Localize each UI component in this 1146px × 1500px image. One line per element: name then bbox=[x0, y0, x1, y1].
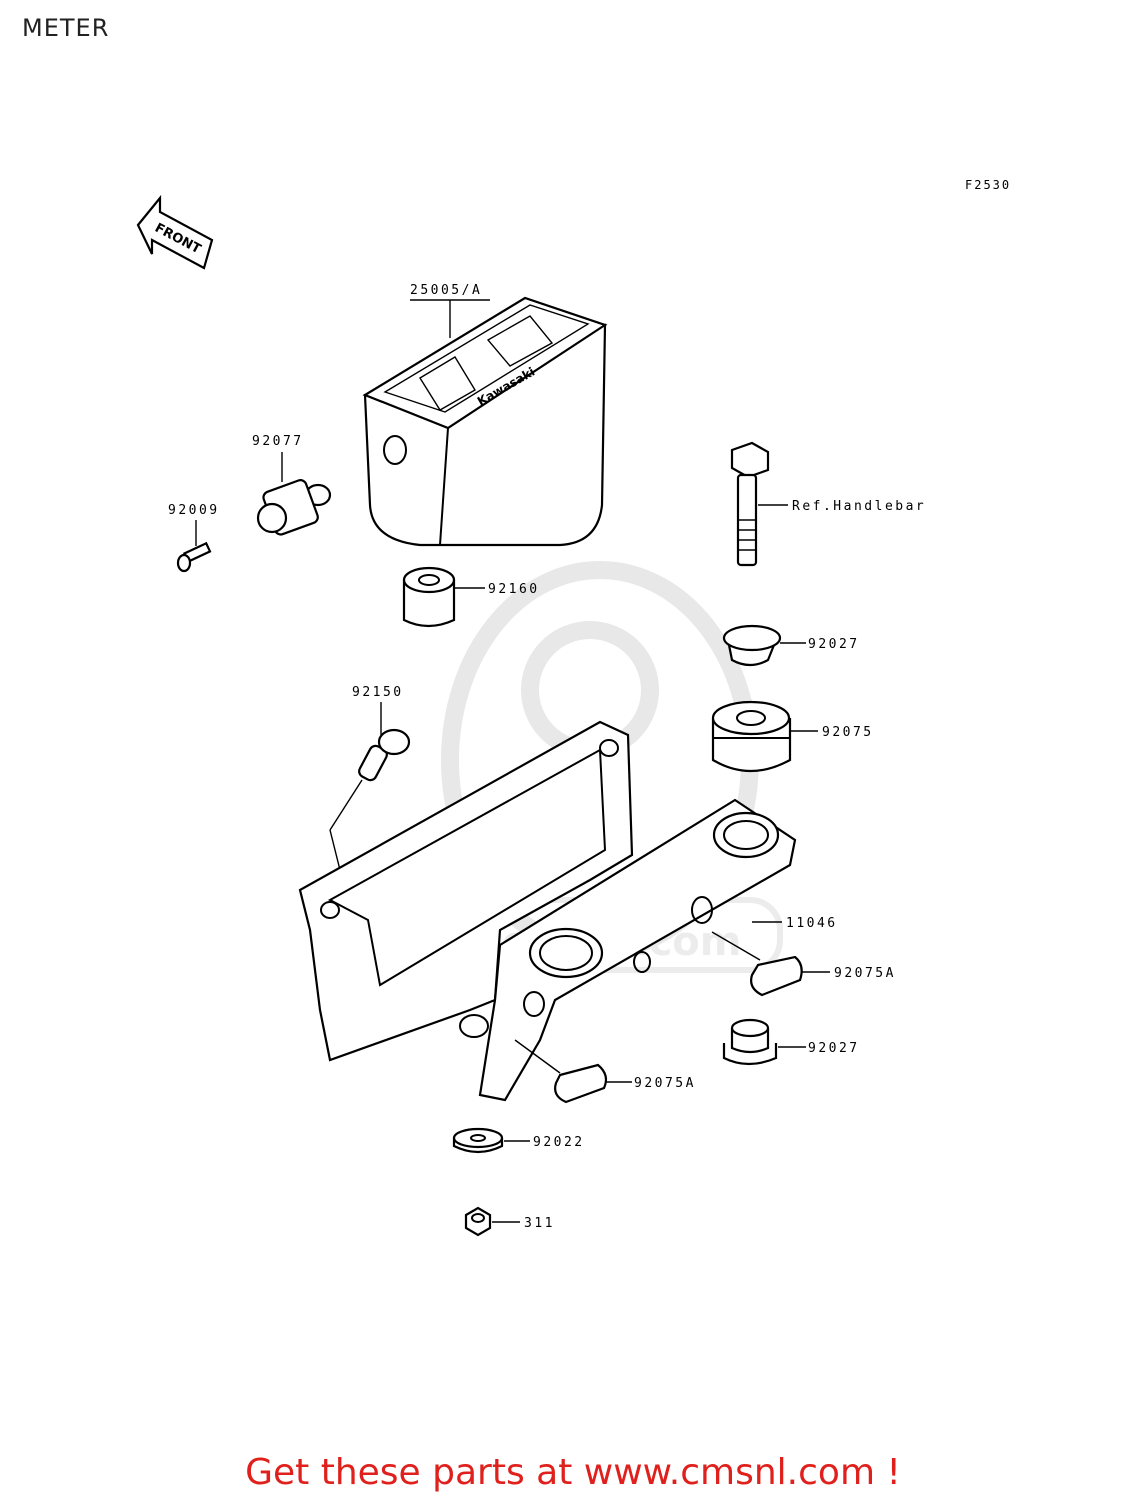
pin-92150: 92150 bbox=[329, 685, 411, 891]
figure-code: F2530 bbox=[965, 178, 1012, 192]
label-11046: 11046 bbox=[786, 916, 838, 931]
label-92075a-left: 92075A bbox=[634, 1076, 696, 1091]
damper-92160: 92160 bbox=[402, 566, 540, 628]
washer-92022: 92022 bbox=[452, 1127, 585, 1154]
front-arrow-icon: FRONT bbox=[136, 194, 214, 270]
label-92027-upper: 92027 bbox=[808, 637, 860, 652]
label-ref-handlebar: Ref.Handlebar bbox=[792, 499, 926, 514]
damper-92075a-right: 92075A bbox=[711, 931, 896, 997]
damper-92075a-left: 92075A bbox=[514, 1039, 696, 1104]
screw-92009: 92009 bbox=[168, 503, 220, 573]
label-25005-a: 25005/A bbox=[410, 283, 482, 298]
page-title: METER bbox=[22, 14, 110, 42]
label-92150: 92150 bbox=[352, 685, 404, 700]
gear-92077: 92077 bbox=[252, 434, 332, 536]
label-92077: 92077 bbox=[252, 434, 304, 449]
collar-92027-upper: 92027 bbox=[722, 624, 860, 667]
collar-92027-lower: 92027 bbox=[722, 1018, 860, 1066]
damper-92075: 92075 bbox=[711, 700, 874, 773]
nut-311: 311 bbox=[464, 1206, 555, 1237]
label-92022: 92022 bbox=[533, 1135, 585, 1150]
meter-assembly: Kawasaki 25005/A bbox=[362, 283, 608, 547]
label-92160: 92160 bbox=[488, 582, 540, 597]
label-92027-lower: 92027 bbox=[808, 1041, 860, 1056]
footer-link[interactable]: Get these parts at www.cmsnl.com ! bbox=[245, 1452, 901, 1493]
label-92075a-right: 92075A bbox=[834, 966, 896, 981]
label-311: 311 bbox=[524, 1216, 555, 1231]
bolt-handlebar: Ref.Handlebar bbox=[730, 441, 926, 567]
bracket-11046: 11046 bbox=[298, 720, 838, 1102]
label-92075: 92075 bbox=[822, 725, 874, 740]
label-92009: 92009 bbox=[168, 503, 220, 518]
